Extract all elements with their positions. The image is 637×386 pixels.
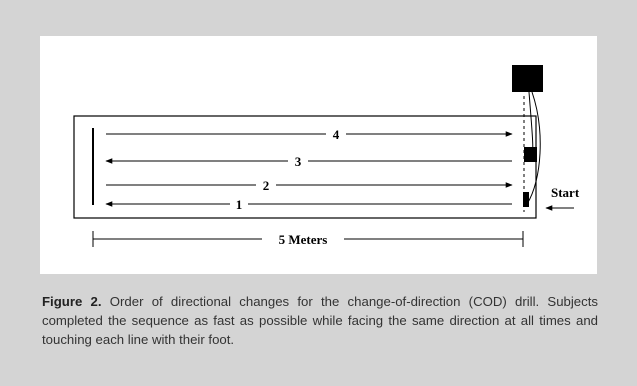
lane-4: 4 (106, 127, 513, 142)
lane-1: 1 (105, 197, 512, 212)
timer-box (512, 65, 543, 92)
lane-4-label: 4 (333, 127, 340, 142)
sensor-upper (524, 147, 537, 162)
course-boundary (73, 115, 537, 219)
figure-caption-label: Figure 2. (42, 294, 102, 309)
start-label: Start (551, 185, 580, 200)
figure-panel (40, 36, 597, 274)
distance-label: 5 Meters (279, 232, 328, 247)
distance-dimension: 5 Meters (92, 231, 524, 247)
lane-2-label: 2 (263, 178, 270, 193)
lane-3-label: 3 (295, 154, 302, 169)
figure-caption: Figure 2. Order of directional changes f… (42, 292, 598, 349)
lane-1-label: 1 (236, 197, 243, 212)
lane-2: 2 (106, 178, 513, 193)
timer-cable-2 (526, 91, 541, 205)
lane-3: 3 (105, 154, 512, 169)
sensor-lower (523, 192, 529, 207)
figure-caption-text: Order of directional changes for the cha… (42, 294, 598, 347)
